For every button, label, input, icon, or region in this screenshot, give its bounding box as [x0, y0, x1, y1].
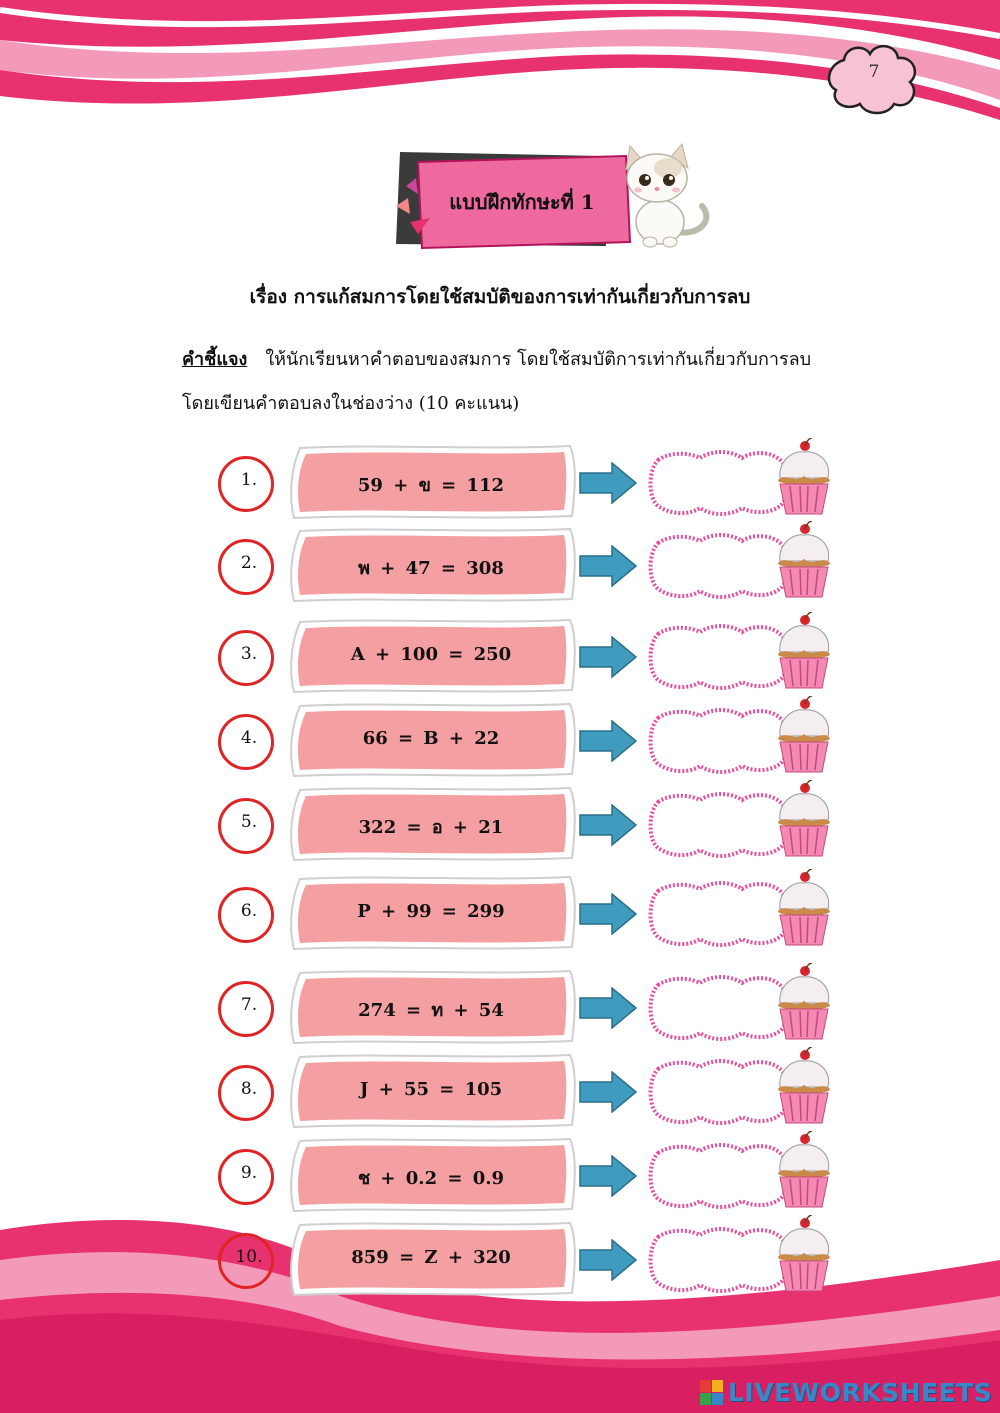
- equation-text: 59 + ข = 112: [357, 475, 505, 496]
- number-circle: [218, 630, 274, 686]
- equation-box: [290, 1221, 576, 1297]
- equation-box: [290, 1053, 576, 1129]
- page-number-cloud: [827, 45, 917, 115]
- arrow-right-icon: [579, 893, 638, 935]
- instructions-text-1: ให้นักเรียนหาคำตอบของสมการ โดยใช้สมบัติก…: [265, 349, 812, 370]
- exercise-row: 9. ช + 0.2 = 0.9: [0, 1131, 1000, 1217]
- exercise-number: 10.: [235, 1247, 263, 1267]
- arrow-right-icon: [579, 720, 638, 762]
- arrow-right-icon: [579, 462, 638, 504]
- cupcake-icon: [777, 963, 831, 1040]
- cupcake-icon: [777, 612, 831, 689]
- answer-field[interactable]: [644, 450, 792, 516]
- number-circle: [218, 1233, 274, 1289]
- equation-text: P + 99 = 299: [357, 901, 505, 922]
- equation-text: พ + 47 = 308: [358, 558, 504, 579]
- equation-box: [290, 527, 576, 603]
- exercise-number: 4.: [240, 728, 258, 748]
- exercise-row: 6. P + 99 = 299: [0, 869, 1000, 955]
- exercise-number: 5.: [240, 812, 258, 832]
- number-circle: [218, 981, 274, 1037]
- cupcake-icon: [777, 1215, 831, 1292]
- exercise-number: 6.: [240, 901, 258, 921]
- answer-field[interactable]: [644, 792, 792, 858]
- answer-field[interactable]: [644, 1227, 792, 1293]
- worksheet-title: แบบฝึกทักษะที่ 1: [449, 190, 595, 214]
- equation-text: A + 100 = 250: [350, 644, 512, 665]
- arrow-right-icon: [579, 545, 638, 587]
- equation-box: [290, 618, 576, 694]
- answer-field[interactable]: [644, 624, 792, 690]
- equation-box: [290, 702, 576, 778]
- answer-field[interactable]: [644, 708, 792, 774]
- equation-box: [290, 786, 576, 862]
- equation-text: J + 55 = 105: [359, 1079, 503, 1100]
- cupcake-icon: [777, 1131, 831, 1208]
- number-circle: [218, 887, 274, 943]
- exercise-row: 1. 59 + ข = 112: [0, 438, 1000, 524]
- instructions-line-1: คำชี้แจง ให้นักเรียนหาคำตอบของสมการ โดยใช…: [182, 344, 882, 373]
- equation-box: [290, 1137, 576, 1213]
- answer-field[interactable]: [644, 881, 792, 947]
- answer-field[interactable]: [644, 1059, 792, 1125]
- page-number: 7: [868, 62, 880, 82]
- arrow-right-icon: [579, 1155, 638, 1197]
- equation-text: 274 = ท + 54: [358, 1000, 504, 1021]
- arrow-right-icon: [579, 804, 638, 846]
- cupcake-icon: [777, 521, 831, 598]
- exercise-row: 2. พ + 47 = 308: [0, 521, 1000, 607]
- number-circle: [218, 798, 274, 854]
- equation-text: ช + 0.2 = 0.9: [357, 1168, 505, 1189]
- equation-text: 66 = B + 22: [362, 728, 500, 749]
- answer-field[interactable]: [644, 1143, 792, 1209]
- cupcake-icon: [777, 780, 831, 857]
- exercise-row: 5. 322 = อ + 21: [0, 780, 1000, 866]
- exercise-number: 9.: [240, 1163, 258, 1183]
- exercise-row: 3. A + 100 = 250: [0, 612, 1000, 698]
- exercise-row: 8. J + 55 = 105: [0, 1047, 1000, 1133]
- exercise-number: 7.: [240, 995, 258, 1015]
- worksheet-subtitle: เรื่อง การแก้สมการโดยใช้สมบัติของการเท่า…: [249, 286, 751, 308]
- exercise-number: 3.: [240, 644, 258, 664]
- arrow-right-icon: [579, 987, 638, 1029]
- number-circle: [218, 1065, 274, 1121]
- title-badge: [396, 152, 632, 250]
- arrow-right-icon: [579, 1239, 638, 1281]
- cupcake-icon: [777, 1047, 831, 1124]
- equation-text: 322 = อ + 21: [358, 817, 504, 838]
- answer-field[interactable]: [644, 975, 792, 1041]
- exercise-number: 8.: [240, 1079, 258, 1099]
- equation-box: [290, 444, 576, 520]
- top-wave-decoration: [0, 0, 1000, 120]
- equation-text: 859 = Z + 320: [351, 1247, 511, 1268]
- cat-mascot: [625, 142, 710, 248]
- number-circle: [218, 456, 274, 512]
- cupcake-icon: [777, 438, 831, 515]
- answer-field[interactable]: [644, 533, 792, 599]
- instructions-line-2: โดยเขียนคำตอบลงในช่องว่าง (10 คะแนน): [182, 393, 520, 414]
- equation-box: [290, 875, 576, 951]
- exercise-number: 1.: [240, 470, 258, 490]
- exercise-row: 4. 66 = B + 22: [0, 696, 1000, 782]
- footer-brand: LIVEWORKSHEETS: [728, 1378, 993, 1407]
- instructions-label: คำชี้แจง: [182, 349, 248, 370]
- equation-box: [290, 969, 576, 1045]
- liveworksheets-logo-icon: [700, 1380, 723, 1405]
- exercise-row: 10. 859 = Z + 320: [0, 1215, 1000, 1301]
- exercise-row: 7. 274 = ท + 54: [0, 963, 1000, 1049]
- cupcake-icon: [777, 696, 831, 773]
- exercise-number: 2.: [240, 553, 258, 573]
- arrow-right-icon: [579, 636, 638, 678]
- number-circle: [218, 539, 274, 595]
- number-circle: [218, 714, 274, 770]
- cupcake-icon: [777, 869, 831, 946]
- arrow-right-icon: [579, 1071, 638, 1113]
- number-circle: [218, 1149, 274, 1205]
